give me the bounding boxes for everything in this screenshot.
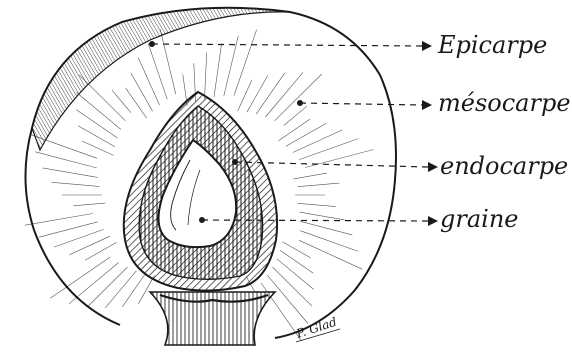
label-mesocarp: mésocarpe [438, 89, 571, 117]
mesocarp-fibre [286, 123, 326, 146]
mesocarp-fibre [160, 29, 176, 94]
mesocarp-fibre [284, 106, 307, 125]
mesocarp-fibre [256, 73, 285, 114]
label-endocarp: endocarpe [440, 152, 568, 180]
mesocarp-fibre [298, 183, 340, 187]
mesocarp-fibre [299, 212, 344, 220]
mesocarp-fibre [205, 53, 207, 100]
mesocarp-fibre [25, 214, 93, 226]
mesocarp-fibre [76, 110, 117, 138]
mesocarp-fibre [273, 267, 312, 306]
stalk-base [150, 290, 280, 350]
mesocarp-fibre [299, 240, 362, 269]
mesocarp-fibre [131, 73, 153, 111]
mesocarp-fibre [300, 221, 352, 235]
mesocarp-fibre [87, 267, 127, 307]
mesocarp-fibre [282, 242, 310, 258]
mesocarp-fibre [300, 231, 358, 252]
mesocarp-fibre [35, 152, 97, 168]
mesocarp-fibre [214, 43, 222, 97]
mesocarp-fibre [148, 43, 167, 99]
mesocarp-fibre [74, 203, 106, 206]
mesocarp-fibre [77, 93, 121, 130]
mesocarp-fibre [293, 130, 343, 153]
mesocarp-fibre [52, 182, 100, 186]
mesocarp-fibre [126, 88, 147, 118]
epicarp-skin [32, 8, 290, 150]
mesocarp-fibre [280, 250, 313, 273]
mesocarp-fibre [85, 242, 117, 260]
mesocarp-fibre [279, 119, 311, 141]
mesocarp-fibre [238, 80, 252, 111]
mesocarp-fibre [112, 90, 131, 112]
mesocarp-fibre [299, 139, 358, 160]
mesocarp-fibre [78, 126, 115, 147]
mesocarp-fibre [69, 236, 110, 255]
mesocarp-fibre [105, 271, 136, 308]
mesocarp-fibre [43, 168, 98, 178]
mesocarp-fibre [298, 203, 336, 206]
mesocarp-fibre [266, 72, 303, 117]
mesocarp-fibre [267, 275, 308, 323]
mesocarp-fibre [122, 274, 145, 307]
mesocarp-fibre [247, 75, 268, 112]
label-seed: graine [440, 205, 518, 233]
mesocarp-fibre [54, 229, 104, 247]
mesocarp-fibre [294, 173, 327, 179]
label-epicarp: Epicarpe [437, 31, 547, 59]
engraver-signature: P. Glad [294, 315, 339, 342]
mesocarp-fibre [277, 259, 314, 290]
mesocarp-fibre [138, 58, 159, 105]
